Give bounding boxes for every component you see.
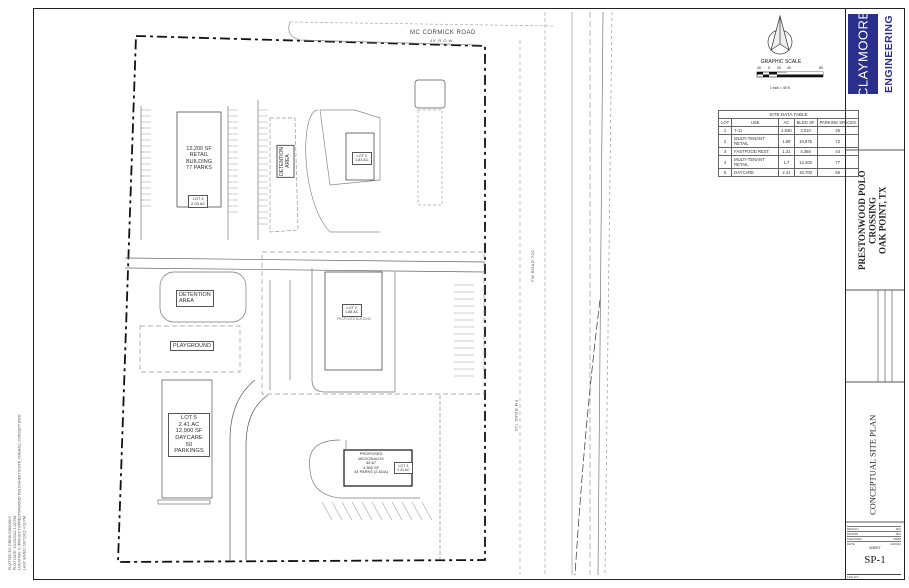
graphic-scale-note: 1 inch = 40 ft. [770,86,791,90]
file-number: FILE NO. [847,574,901,579]
sheet-number: SP-1 [864,554,886,566]
road-label-fm720: FM ROAD 720 [530,250,535,282]
north-arrow-icon [767,14,793,55]
playground-label: PLAYGROUND [170,341,215,352]
road-label-mccormick: MC CORMICK ROAD [410,30,476,36]
firm-logo-subtext: ENGINEERING [883,15,895,93]
road-label-fm720-south: FM ROAD 720 [514,400,519,432]
graphic-scale-title: GRAPHIC SCALE [760,59,802,65]
sheet-title: CONCEPTUAL SITE PLAN [867,414,878,516]
road-row-label: 40' R.O.W. [430,38,455,43]
site-data-table-title: SITE DATA TABLE [718,110,859,118]
firm-logo-text: CLAYMOORE [855,10,871,98]
title-block [845,8,905,580]
drawing-sheet-border [33,8,905,580]
plot-stamp: PLOTTED BY: DREW DONOSKY PLOT DATE: 10/2… [8,414,27,571]
graphic-scale-bar [756,71,824,78]
sheet-label: SHEET [869,546,881,550]
firm-logo [848,14,878,94]
lot2-building-note: PROPOSED BUILDING [336,317,371,321]
